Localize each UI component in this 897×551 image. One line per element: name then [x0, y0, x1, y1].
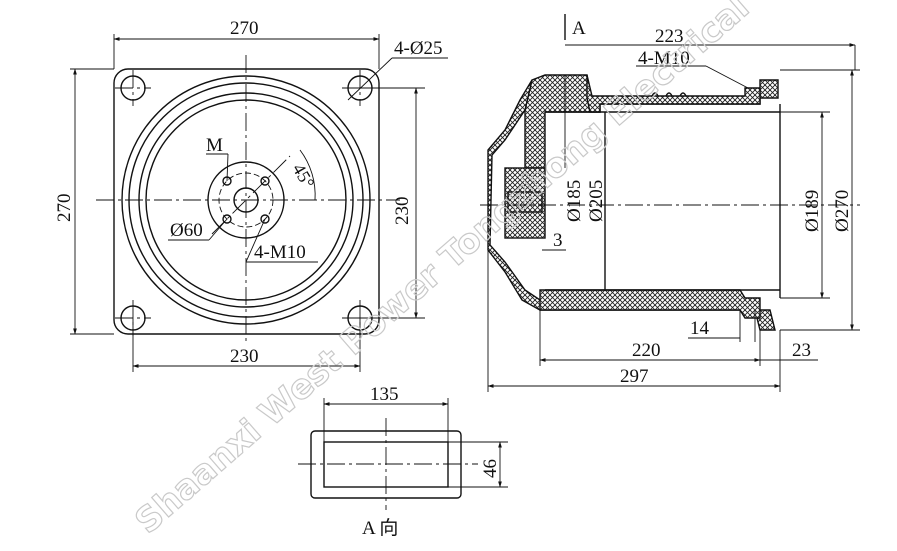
dim-height-left: 270	[54, 194, 75, 223]
watermark: Shaanxi West Power Tongzhong Electrical	[128, 0, 757, 542]
dim-wall: 3	[553, 230, 563, 251]
view-marker: A	[572, 18, 586, 39]
thread-spec-front: 4-M10	[254, 242, 306, 263]
dim-width-top: 270	[230, 18, 259, 39]
dim-holes: 4-Ø25	[394, 38, 443, 59]
bolt-holes	[115, 70, 378, 336]
dim-inner-bore-1: Ø185	[564, 180, 585, 222]
dim-flange-depth: 223	[655, 26, 684, 47]
dim-bolt-spacing-right: 230	[392, 197, 413, 226]
dim-view-a-height: 46	[480, 459, 501, 478]
dim-view-a-width: 135	[370, 384, 399, 405]
angle-label: 45°	[289, 160, 319, 192]
dim-lip: 14	[690, 318, 710, 339]
dim-pitch-circle: Ø60	[170, 220, 203, 241]
dim-outer-2: Ø270	[832, 190, 853, 232]
front-view: 270 270 4-Ø25	[54, 18, 448, 372]
dim-total-length: 297	[620, 366, 649, 387]
view-a: 135 46 A 向	[298, 384, 508, 539]
label-m: M	[206, 135, 223, 156]
view-a-caption: A 向	[362, 517, 398, 539]
flange-plate	[113, 68, 380, 335]
dim-bolt-spacing-bottom: 230	[230, 346, 259, 367]
dim-body-length: 220	[632, 340, 661, 361]
dim-flange: 23	[792, 340, 811, 361]
dim-outer-1: Ø189	[802, 190, 823, 232]
dim-inner-bore-2: Ø205	[586, 180, 607, 222]
side-view: A 223 4-M10 Ø185 Ø205	[480, 14, 860, 392]
thread-spec-side: 4-M10	[638, 48, 690, 69]
